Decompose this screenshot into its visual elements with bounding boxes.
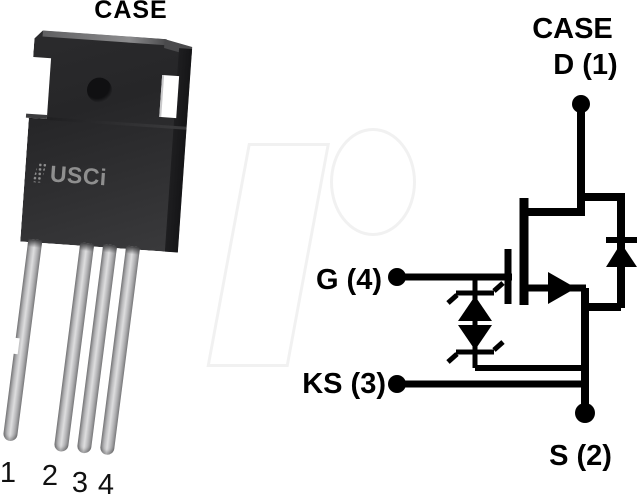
gate-terminal-label: G (4) <box>315 264 382 296</box>
source-terminal-dot <box>575 403 595 423</box>
source-terminal-label: S (2) <box>549 440 612 472</box>
source-arrow-icon <box>548 272 576 304</box>
body-diode-icon <box>585 197 637 311</box>
gate-esd-diodes-icon <box>446 277 585 371</box>
pin-number-1: 1 <box>0 457 17 489</box>
drain-terminal-dot <box>572 95 590 113</box>
pin-number-2: 2 <box>41 460 59 492</box>
watermark-ring-shape <box>330 128 416 236</box>
pin-number-4: 4 <box>97 469 115 496</box>
kelvin-terminal-dot <box>388 375 406 393</box>
schematic-case-label: CASE <box>532 13 613 45</box>
drain-terminal-label: D (1) <box>553 49 618 81</box>
gate-terminal-dot <box>388 268 406 286</box>
pin-number-3: 3 <box>71 467 89 496</box>
package-case-label: CASE <box>94 0 168 24</box>
kelvin-terminal-label: KS (3) <box>302 368 386 400</box>
